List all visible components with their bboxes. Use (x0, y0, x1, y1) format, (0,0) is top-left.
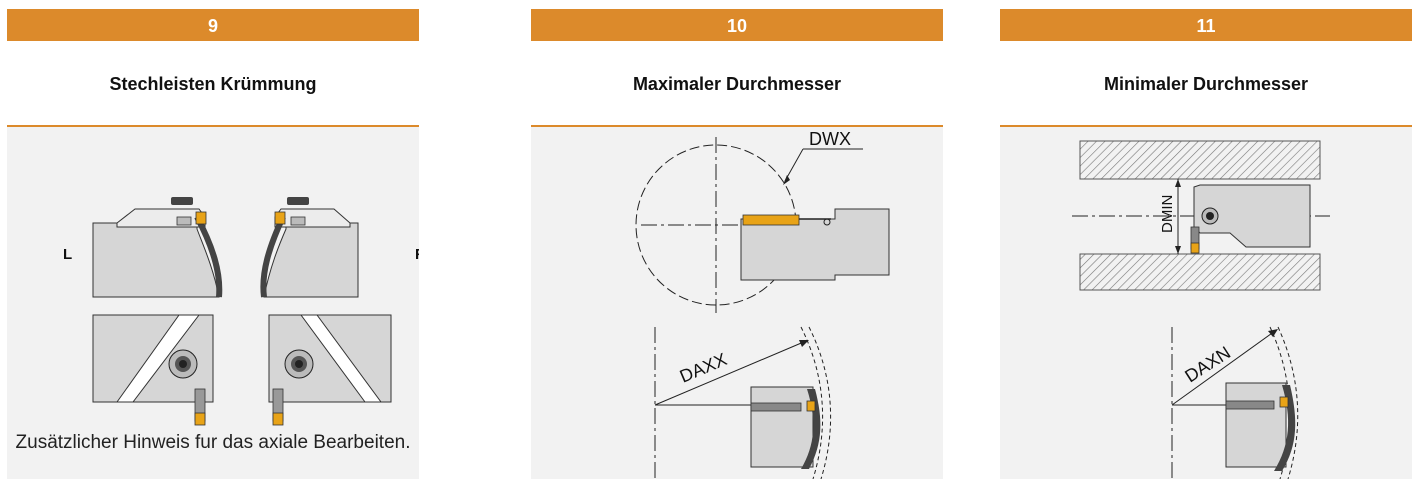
panel-title: Maximaler Durchmesser (531, 41, 943, 127)
left-blade-side-view (92, 197, 223, 298)
right-blade-side-view (260, 197, 359, 298)
axial-machining-note: Zusätzlicher Hinweis fur das axiale Bear… (15, 432, 411, 453)
figure-max-diameter: DWX DAXX (531, 127, 943, 479)
panel-stechleisten-kruemmung: 9 Stechleisten Krümmung (7, 9, 419, 479)
panel-number: 9 (7, 9, 419, 41)
dwx-view: DWX (635, 129, 890, 313)
panel-minimaler-durchmesser: 11 Minimaler Durchmesser DMIN (1000, 9, 1412, 479)
daxx-label: DAXX (677, 349, 730, 387)
label-right: R (415, 246, 419, 263)
curvature-diagram: L R (63, 197, 419, 426)
panel-maximaler-durchmesser: 10 Maximaler Durchmesser DWX (531, 9, 943, 479)
daxx-view: DAXX (654, 326, 832, 479)
figure-min-diameter: DMIN DAXN (1000, 127, 1412, 479)
panel-number: 11 (1000, 9, 1412, 41)
dmin-label: DMIN (1159, 195, 1176, 233)
dwx-label: DWX (809, 129, 851, 149)
daxn-view: DAXN (1171, 326, 1299, 479)
panel-title: Stechleisten Krümmung (7, 41, 419, 127)
left-blade-top-view (92, 314, 214, 426)
panel-title: Minimaler Durchmesser (1000, 41, 1412, 127)
panel-number: 10 (531, 9, 943, 41)
right-blade-top-view (268, 314, 392, 426)
dmin-view: DMIN (1072, 140, 1330, 291)
figure-curvature: L R Zusätzlicher Hinweis fur das axiale … (7, 127, 419, 479)
label-left: L (63, 246, 72, 263)
min-diameter-diagram: DMIN DAXN (1072, 140, 1330, 479)
max-diameter-diagram: DWX DAXX (635, 129, 890, 479)
